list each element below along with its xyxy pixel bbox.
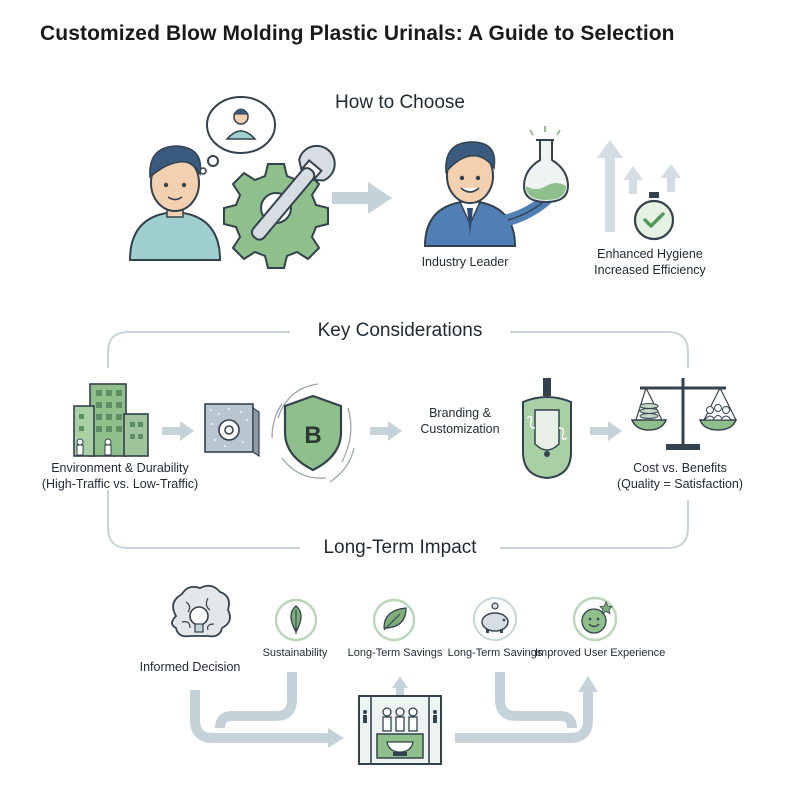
industry-leader-label: Industry Leader xyxy=(421,255,509,269)
impact-label-long-term-savings-2: Long-Term Savings xyxy=(447,647,543,659)
brain-bulb-icon xyxy=(171,584,231,638)
customization-text: Customization xyxy=(420,422,500,436)
brand-shield-icon: B xyxy=(271,383,355,483)
growth-arrows-icon xyxy=(597,140,681,232)
gear-wrench-icon xyxy=(223,144,336,269)
arrow-right-icon xyxy=(332,182,392,214)
shield-letter: B xyxy=(304,422,321,449)
branding-label: Branding & Customization xyxy=(395,405,525,437)
benefit-label: Enhanced Hygiene Increased Efficiency xyxy=(575,246,725,278)
smiley-star-icon xyxy=(572,596,618,642)
environment-durability-text: Environment & Durability xyxy=(51,461,189,475)
long-term-impact-heading: Long-Term Impact xyxy=(323,537,477,558)
impact-label-informed-decision: Informed Decision xyxy=(139,660,241,674)
quality-text: (Quality = Satisfaction) xyxy=(616,477,744,491)
buildings-icon xyxy=(73,383,149,457)
balance-scale-icon xyxy=(630,378,738,450)
impact-label-sustainability: Sustainability xyxy=(262,647,328,659)
stopwatch-check-icon xyxy=(633,192,675,241)
cost-benefits-text: Cost vs. Benefits xyxy=(633,461,727,475)
enhanced-hygiene-text: Enhanced Hygiene xyxy=(597,247,703,261)
urinal-icon xyxy=(522,378,572,480)
impact-label-improved-user-experience: Improved User Experience xyxy=(535,647,666,659)
how-to-choose-heading: How to Choose xyxy=(335,92,465,113)
cost-label: Cost vs. Benefits (Quality = Satisfactio… xyxy=(600,460,760,492)
page-title: Customized Blow Molding Plastic Urinals:… xyxy=(40,22,675,45)
material-sample-icon xyxy=(204,403,260,458)
traffic-text: (High-Traffic vs. Low-Traffic) xyxy=(41,477,199,491)
arrow-right-icon xyxy=(162,421,194,441)
arrow-right-icon xyxy=(370,421,402,441)
environment-label: Environment & Durability (High-Traffic v… xyxy=(30,460,210,492)
impact-label-long-term-savings-1: Long-Term Savings xyxy=(347,647,443,659)
industry-leader-icon xyxy=(423,126,570,247)
branding-text: Branding & xyxy=(429,406,491,420)
arrow-right-icon xyxy=(590,421,622,441)
leaf-icon xyxy=(372,598,416,642)
thinking-person-icon xyxy=(128,96,276,261)
restroom-unit-icon xyxy=(358,695,442,765)
key-considerations-heading: Key Considerations xyxy=(317,320,483,341)
increased-efficiency-text: Increased Efficiency xyxy=(594,263,706,277)
leaf-icon xyxy=(274,598,318,642)
piggy-bank-icon xyxy=(473,597,517,641)
